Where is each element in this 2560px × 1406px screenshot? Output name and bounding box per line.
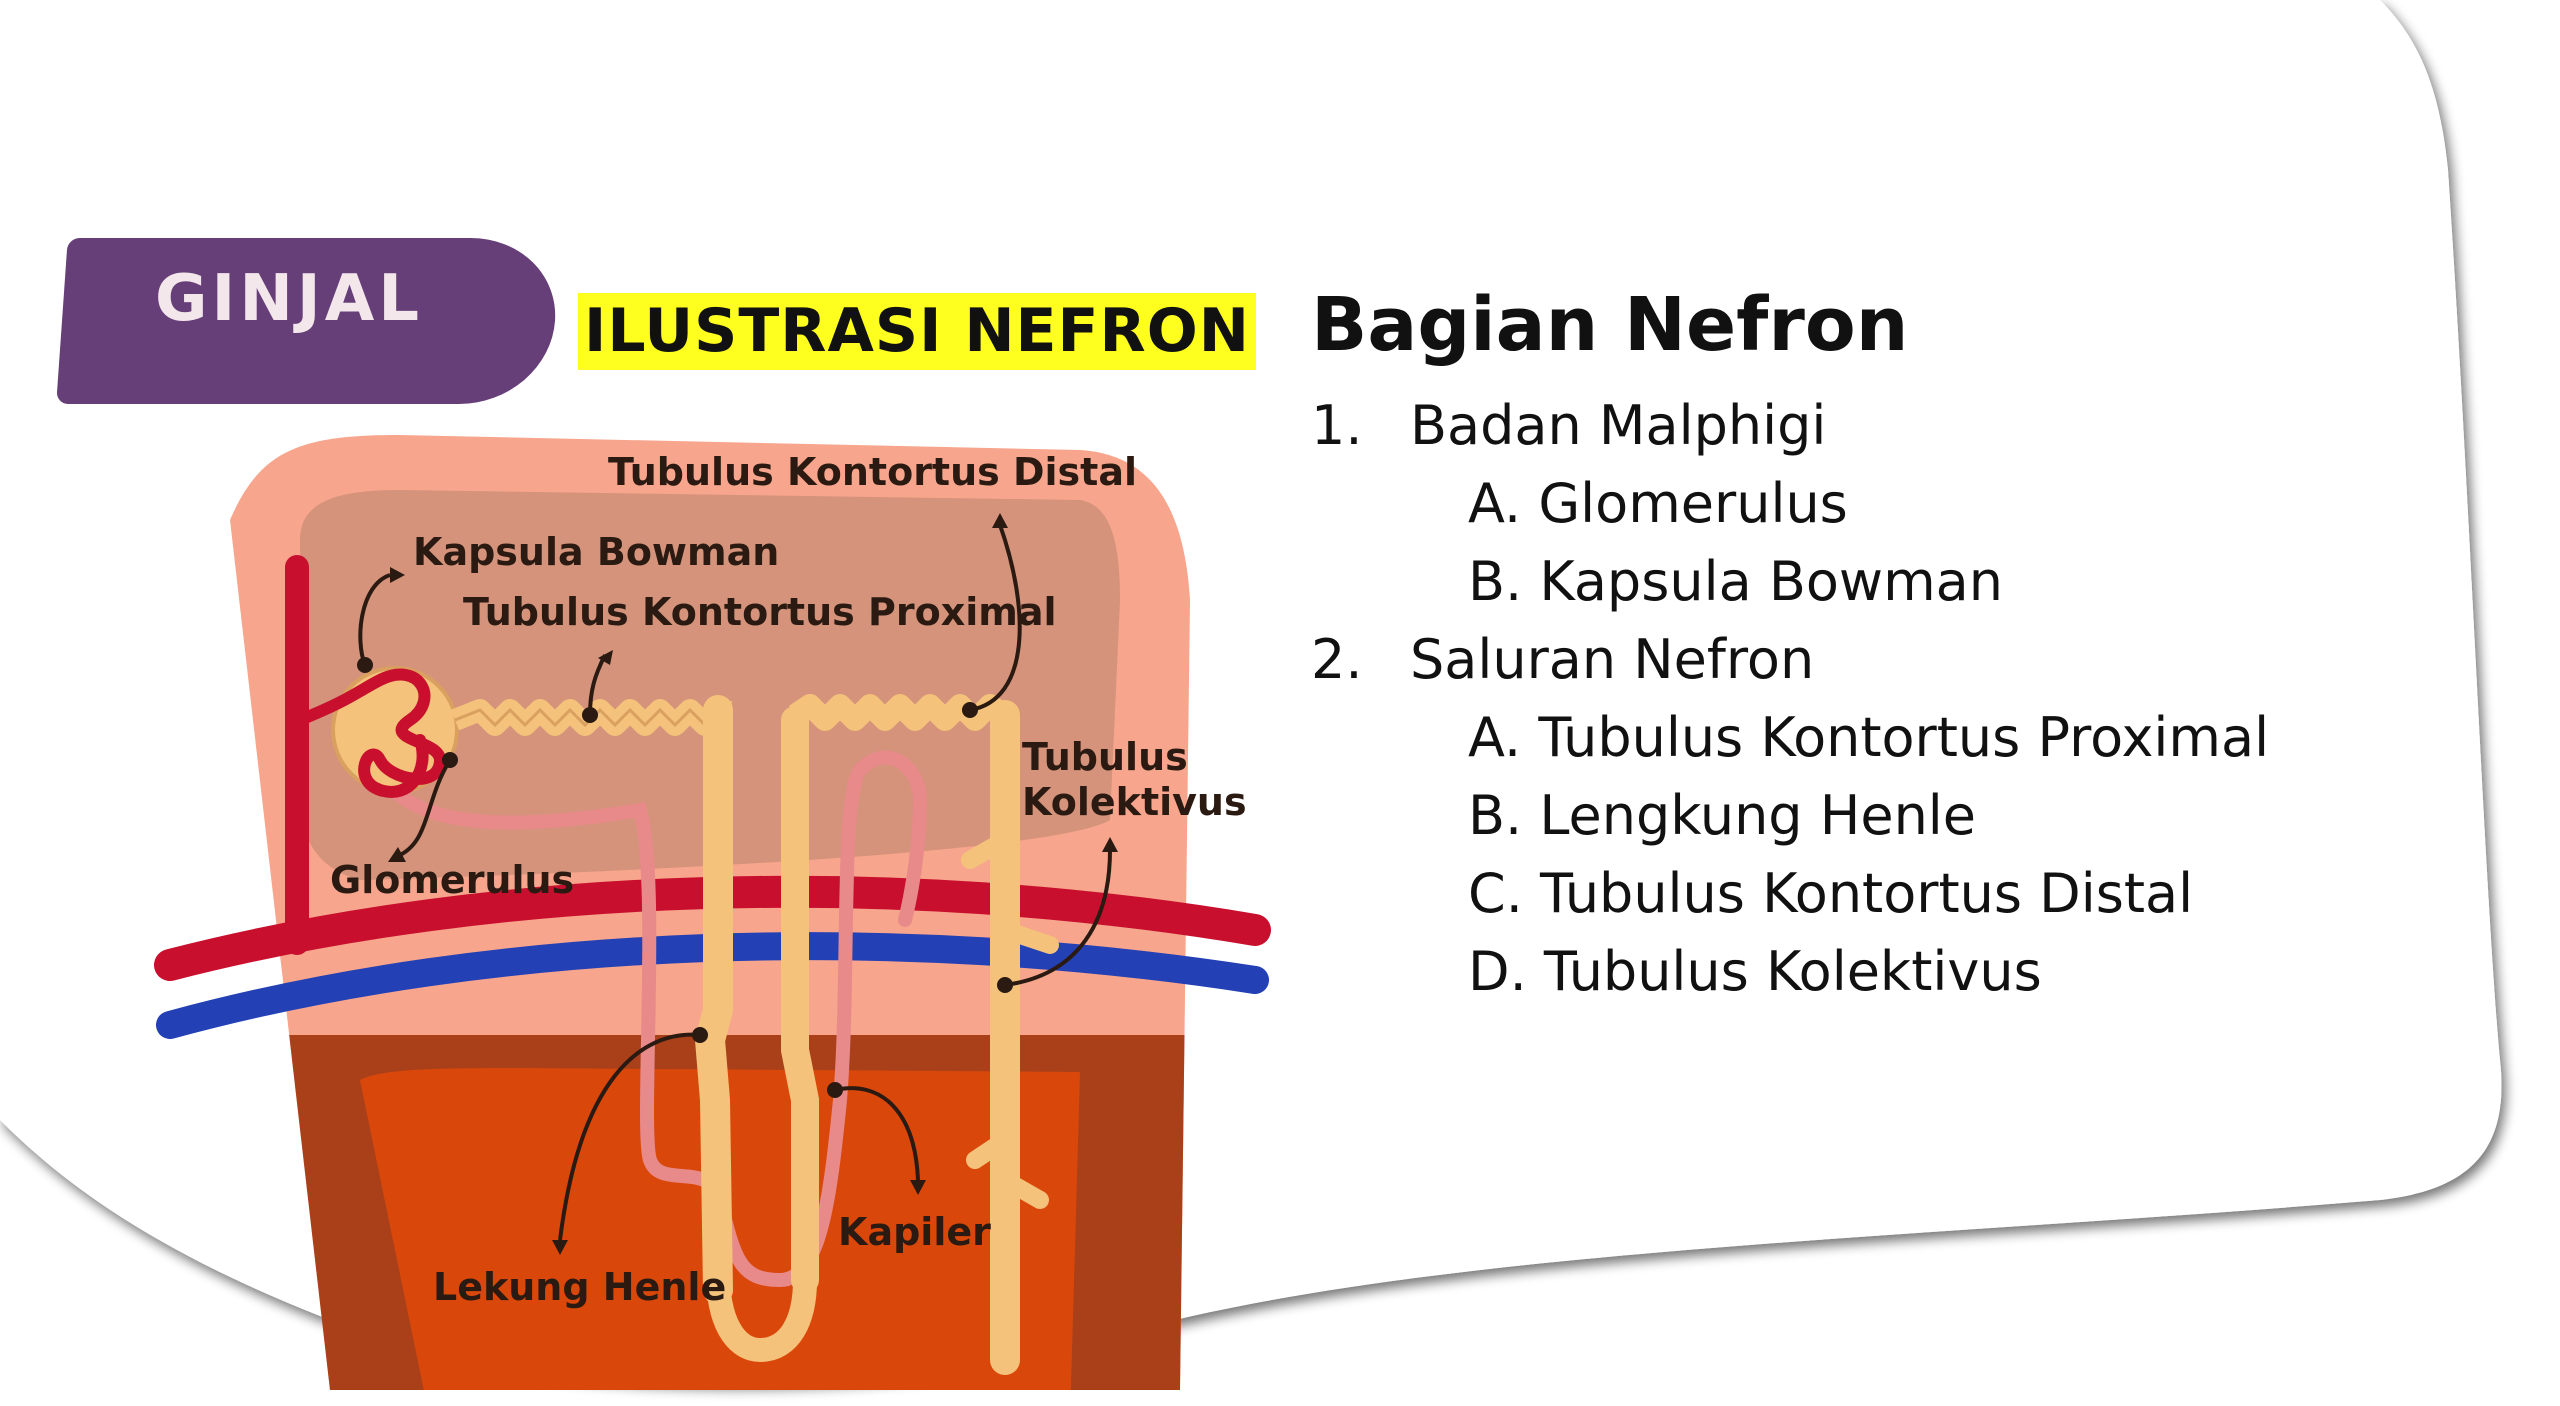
list-item-saluran-nefron: Saluran Nefron bbox=[1410, 628, 1815, 691]
list-subitem-proximal: A. Tubulus Kontortus Proximal bbox=[1468, 706, 2270, 769]
label-proximal: Tubulus Kontortus Proximal bbox=[463, 590, 1057, 634]
arrow-kapiler bbox=[834, 1086, 920, 1181]
arrow-glomerulus bbox=[399, 758, 452, 857]
list-subitem-glomerulus: A. Glomerulus bbox=[1468, 472, 1848, 535]
artery-vertical bbox=[285, 555, 309, 955]
henle-descending bbox=[694, 695, 733, 1305]
label-distal: Tubulus Kontortus Distal bbox=[608, 450, 1137, 494]
arrow-bowman bbox=[358, 573, 391, 666]
capillary bbox=[378, 750, 928, 1288]
label-bowman: Kapsula Bowman bbox=[413, 530, 779, 574]
arrow-heads bbox=[388, 513, 1118, 1255]
list-item-badan-malphigi: Badan Malphigi bbox=[1410, 394, 1827, 457]
collecting-duct-branches bbox=[961, 831, 1059, 1209]
label-kolektivus-2: Kolektivus bbox=[1022, 780, 1247, 824]
arrow-distal bbox=[969, 524, 1022, 712]
list-subitem-henle: B. Lengkung Henle bbox=[1468, 784, 1977, 847]
list-title: Bagian Nefron bbox=[1311, 282, 1909, 368]
list-number-1: 1. bbox=[1311, 394, 1363, 457]
list-number-2: 2. bbox=[1311, 628, 1363, 691]
list-subitem-kolektivus: D. Tubulus Kolektivus bbox=[1468, 940, 2042, 1003]
illustration-title: ILUSTRASI NEFRON bbox=[578, 293, 1256, 370]
label-kapiler: Kapiler bbox=[838, 1210, 991, 1254]
label-henle: Lekung Henle bbox=[433, 1265, 726, 1309]
glomerulus bbox=[294, 668, 447, 798]
arrow-kolektivus bbox=[1004, 849, 1112, 987]
henle-loop bbox=[706, 1279, 817, 1363]
category-tag-label: GINJAL bbox=[155, 262, 424, 336]
label-kolektivus-1: Tubulus bbox=[1022, 735, 1188, 779]
label-dots bbox=[357, 657, 1013, 1098]
label-glomerulus: Glomerulus bbox=[330, 858, 574, 902]
arrow-henle bbox=[558, 1032, 701, 1241]
list-subitem-kapsula-bowman: B. Kapsula Bowman bbox=[1468, 550, 2003, 613]
proximal-tubule-edge bbox=[454, 707, 731, 728]
henle-ascending bbox=[781, 706, 819, 1294]
list-subitem-distal: C. Tubulus Kontortus Distal bbox=[1468, 862, 2194, 925]
